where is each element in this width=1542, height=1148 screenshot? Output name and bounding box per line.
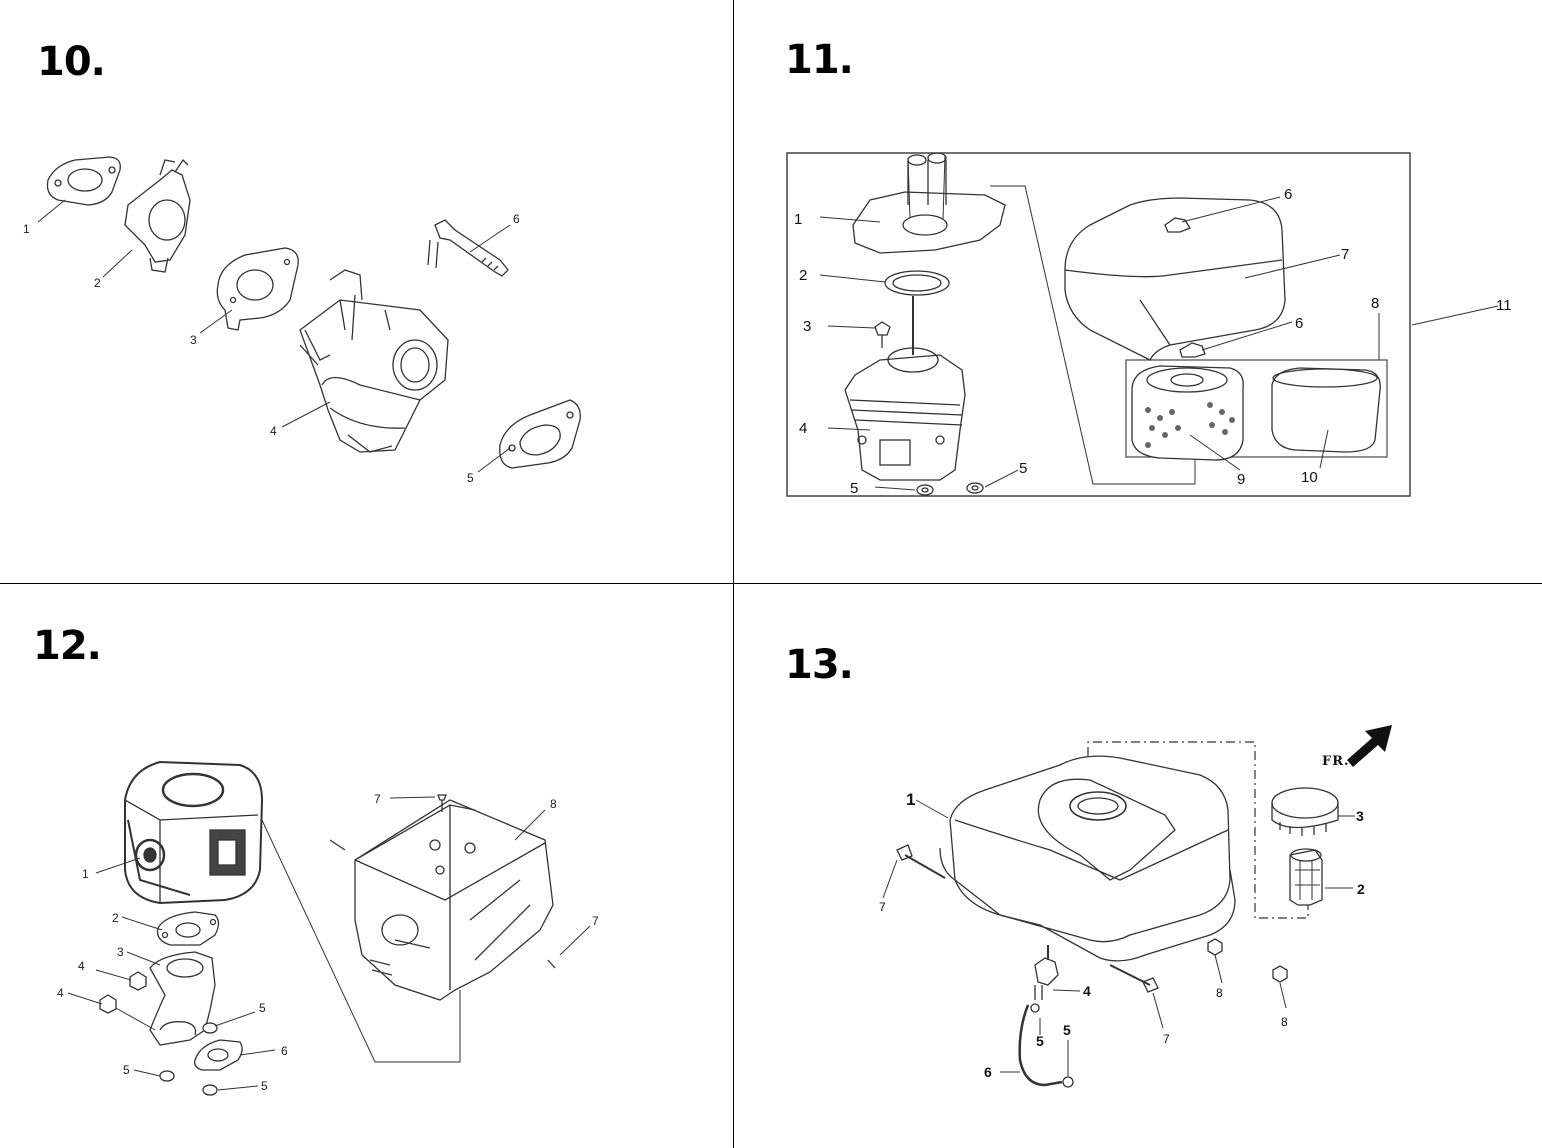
- callout-12-8: 8: [550, 797, 557, 811]
- callout-10-2: 2: [94, 276, 101, 290]
- part-nuts-12-4: [99, 971, 147, 1014]
- part-elbow: [852, 152, 1006, 254]
- part-gasket-5: [499, 399, 581, 469]
- part-bolts-13-7: [896, 844, 1159, 993]
- part-screws-12-7: [329, 794, 556, 969]
- part-gasket-12-6: [194, 1039, 243, 1071]
- vertical-divider: [733, 0, 734, 1148]
- callout-11-8: 8: [1371, 295, 1379, 312]
- part-wing-nuts-6: [1164, 217, 1206, 358]
- front-direction-label: FR.: [1322, 754, 1350, 769]
- callout-13-2: 2: [1357, 881, 1365, 897]
- frame-11: [786, 152, 1411, 497]
- callout-12-3: 3: [117, 945, 124, 959]
- callout-13-1: 1: [906, 790, 915, 809]
- section-number-12: 12.: [33, 623, 102, 669]
- part-bolt: [874, 321, 891, 348]
- front-arrow-icon: [1347, 725, 1392, 767]
- part-element-9: [1131, 365, 1244, 461]
- part-nuts-5: [916, 482, 984, 496]
- part-gasket-12-2: [156, 911, 220, 946]
- callout-12-2: 2: [112, 911, 119, 925]
- callout-11-11: 11: [1496, 297, 1512, 314]
- diagram-12-muffler: [67, 760, 591, 1096]
- callout-13-6: 6: [984, 1064, 992, 1080]
- part-cover: [1064, 197, 1286, 361]
- callout-12-7b: 7: [592, 914, 599, 928]
- part-carburetor-body: [299, 269, 449, 453]
- part-protector: [354, 799, 554, 1001]
- part-gasket-3: [216, 247, 299, 331]
- callout-13-8b: 8: [1281, 1015, 1288, 1029]
- part-nuts-12-5: [159, 1022, 218, 1096]
- horizontal-divider: [0, 583, 1542, 584]
- diagram-10-labels: 1 2 3 4 5 6: [23, 212, 520, 485]
- section-number-13: 13.: [785, 642, 854, 688]
- callout-12-7a: 7: [374, 792, 381, 806]
- part-case: [844, 347, 966, 481]
- part-choke-lever: [427, 219, 509, 277]
- callout-13-8a: 8: [1216, 986, 1223, 1000]
- part-fuel-valve: [1034, 945, 1059, 1000]
- part-seal-ring: [884, 270, 950, 296]
- callout-12-4b: 4: [57, 986, 64, 1000]
- callout-12-5b: 5: [123, 1063, 130, 1077]
- diagram-12-labels: 1 2 3 4 4 5 5 5 5 6 7 7 8: [57, 792, 599, 1093]
- part-nuts-13-8: [1207, 938, 1288, 983]
- callout-12-6: 6: [281, 1044, 288, 1058]
- section-number-10: 10.: [37, 39, 106, 85]
- callout-11-5a: 5: [850, 480, 858, 497]
- diagram-11-labels: 1 2 3 4 5 5 6 6 7 8 9 10 11: [794, 186, 1512, 497]
- callout-13-4: 4: [1083, 983, 1091, 999]
- callout-11-9: 9: [1237, 471, 1245, 488]
- diagram-13-labels: 1 2 3 4 5 5 6 7 7 8 8 FR.: [879, 754, 1365, 1080]
- callout-11-6b: 6: [1295, 315, 1303, 332]
- callout-13-7a: 7: [879, 900, 886, 914]
- callout-10-1: 1: [23, 222, 30, 236]
- callout-11-10: 10: [1301, 469, 1318, 486]
- part-muffler: [124, 760, 264, 905]
- callout-11-2: 2: [799, 267, 807, 284]
- callout-10-4: 4: [270, 424, 277, 438]
- part-fuel-strainer: [1289, 848, 1323, 906]
- callout-13-5a: 5: [1036, 1033, 1044, 1049]
- diagram-10-carburetor: [37, 156, 581, 473]
- callout-11-7: 7: [1341, 246, 1349, 263]
- element-box: [1125, 359, 1388, 458]
- part-insulator-gasket: [46, 156, 121, 206]
- callout-12-4a: 4: [78, 959, 85, 973]
- part-element-10: [1271, 367, 1381, 453]
- part-carburetor-insulator: [124, 158, 191, 273]
- callout-10-5: 5: [467, 471, 474, 485]
- callout-11-5b: 5: [1019, 460, 1027, 477]
- callout-13-7b: 7: [1163, 1032, 1170, 1046]
- callout-13-5b: 5: [1063, 1022, 1071, 1038]
- part-fuel-tube: [1018, 1003, 1074, 1088]
- callout-11-4: 4: [799, 420, 807, 437]
- section-number-11: 11.: [785, 37, 854, 83]
- callout-10-3: 3: [190, 333, 197, 347]
- callout-12-1: 1: [82, 867, 89, 881]
- diagram-13-fuel-tank: [882, 725, 1392, 1088]
- part-fuel-cap: [1271, 787, 1339, 836]
- callout-13-3: 3: [1356, 808, 1364, 824]
- callout-11-6a: 6: [1284, 186, 1292, 203]
- part-fuel-tank: [939, 755, 1236, 962]
- diagram-11-air-cleaner: [786, 152, 1499, 497]
- callout-12-5c: 5: [261, 1079, 268, 1093]
- callout-11-1: 1: [794, 211, 802, 228]
- callout-10-6: 6: [513, 212, 520, 226]
- callout-12-5a: 5: [259, 1001, 266, 1015]
- callout-11-3: 3: [803, 318, 811, 335]
